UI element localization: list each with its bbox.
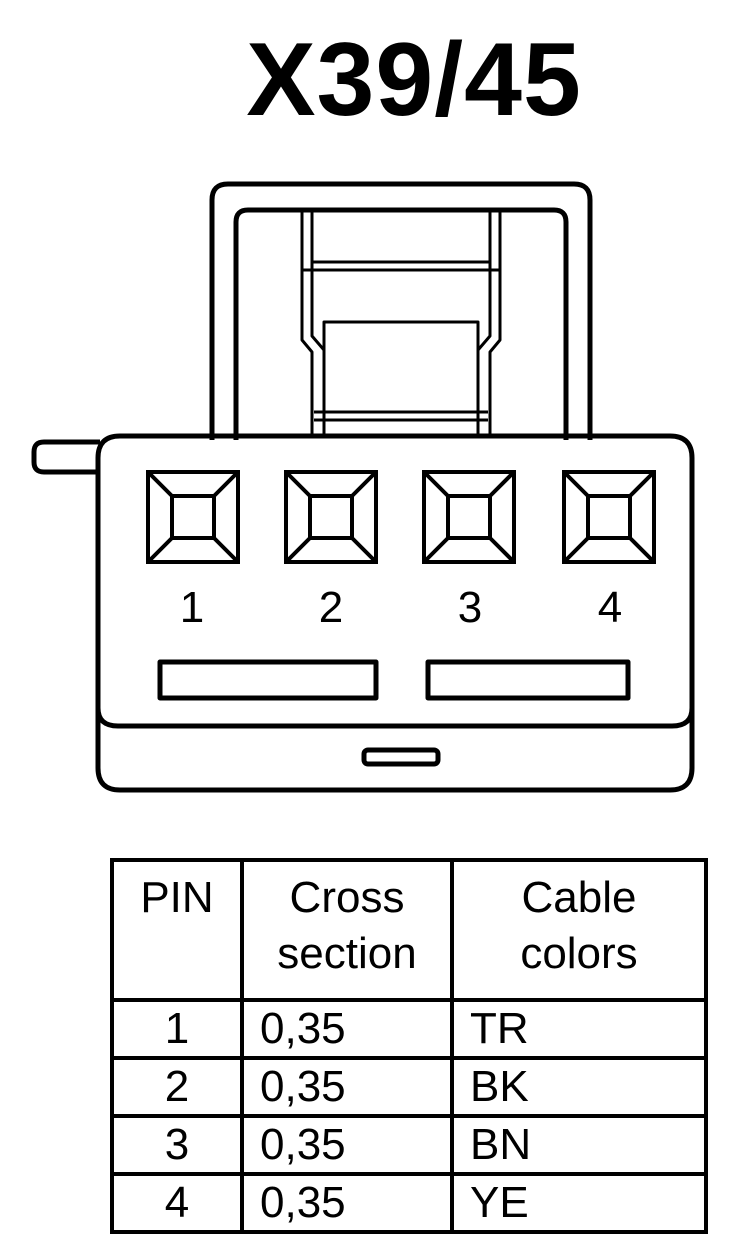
pin-cavity-2 bbox=[284, 470, 378, 564]
header-color-line1: Cable bbox=[521, 873, 637, 922]
cell-cross-section: 0,35 bbox=[240, 1114, 454, 1176]
side-tab bbox=[31, 439, 100, 475]
cell-pin: 4 bbox=[110, 1172, 244, 1234]
pin-number-2: 2 bbox=[319, 583, 343, 632]
pin-cavity-3 bbox=[422, 470, 516, 564]
connector-title: X39/45 bbox=[246, 22, 582, 138]
connector-diagram: 1 2 3 4 bbox=[31, 181, 695, 793]
cell-cross-section: 0,35 bbox=[240, 1172, 454, 1234]
cell-cable-color: YE bbox=[450, 1172, 708, 1234]
pin-cavity-4 bbox=[562, 470, 656, 564]
pin-cavity-1 bbox=[146, 470, 240, 564]
cell-cross-section: 0,35 bbox=[240, 998, 454, 1060]
pin-assignment-table: PIN Cross section Cable colors 1 0,35 TR… bbox=[110, 858, 708, 1234]
header-cable-colors: Cable colors bbox=[450, 858, 708, 1002]
latch-outer bbox=[209, 181, 593, 440]
cell-cross-section: 0,35 bbox=[240, 1056, 454, 1118]
table-row: 2 0,35 BK bbox=[110, 1056, 708, 1118]
header-cross-section: Cross section bbox=[240, 858, 454, 1002]
housing-body bbox=[95, 433, 695, 793]
header-cross-line2: section bbox=[277, 929, 417, 978]
cell-cable-color: BN bbox=[450, 1114, 708, 1176]
housing-ledge bbox=[95, 707, 695, 729]
cell-pin: 2 bbox=[110, 1056, 244, 1118]
latch-inner bbox=[233, 207, 569, 440]
pin-number-1: 1 bbox=[180, 583, 204, 632]
header-cross-line1: Cross bbox=[289, 873, 405, 922]
header-color-line2: colors bbox=[520, 929, 638, 978]
cell-pin: 1 bbox=[110, 998, 244, 1060]
cell-cable-color: BK bbox=[450, 1056, 708, 1118]
pin-number-3: 3 bbox=[458, 583, 482, 632]
cell-pin: 3 bbox=[110, 1114, 244, 1176]
table-row: 3 0,35 BN bbox=[110, 1114, 708, 1176]
lower-slot-left bbox=[157, 659, 379, 701]
lower-slot-right bbox=[425, 659, 631, 701]
table-header-row: PIN Cross section Cable colors bbox=[110, 858, 708, 1002]
coding-slot bbox=[361, 747, 441, 767]
table-row: 1 0,35 TR bbox=[110, 998, 708, 1060]
table-row: 4 0,35 YE bbox=[110, 1172, 708, 1234]
cell-cable-color: TR bbox=[450, 998, 708, 1060]
header-pin: PIN bbox=[110, 858, 244, 1002]
pin-number-4: 4 bbox=[598, 583, 622, 632]
latch-tongue bbox=[300, 212, 502, 434]
